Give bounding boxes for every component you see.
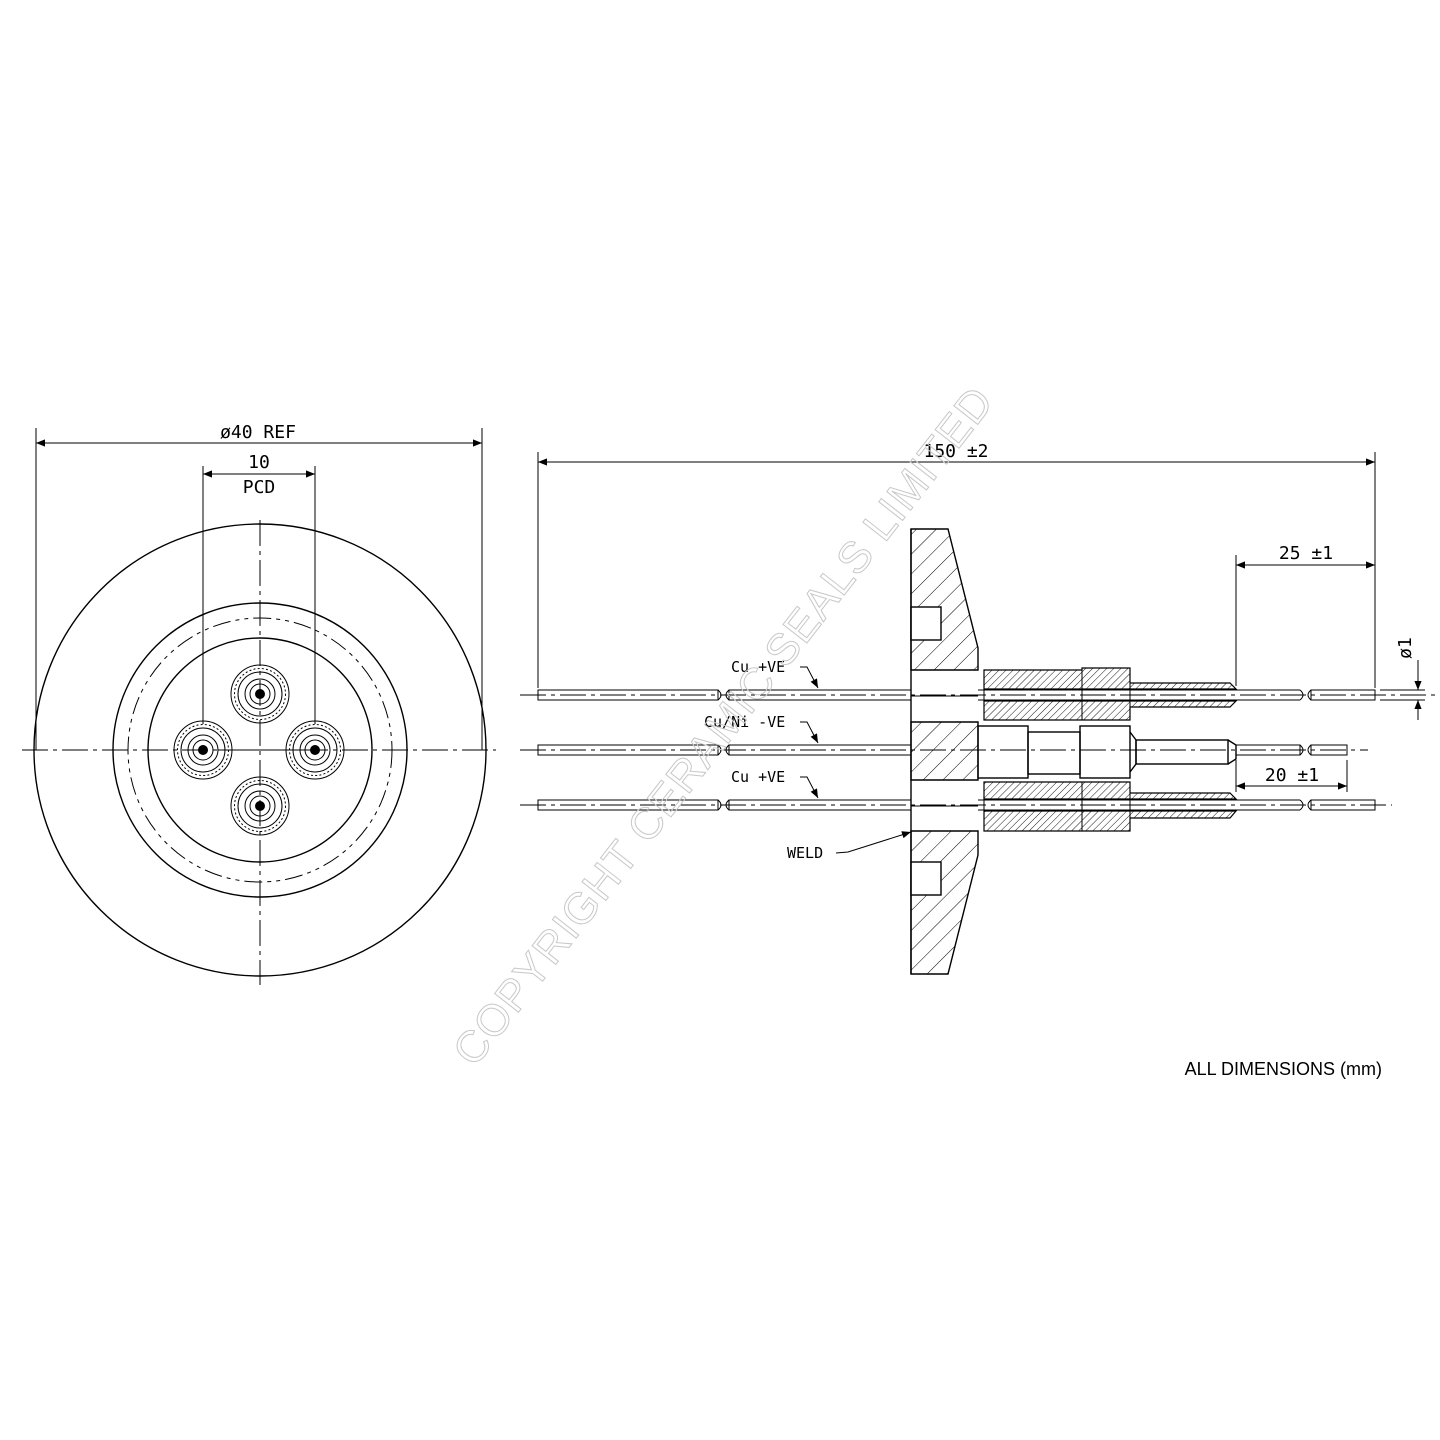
flange-upper xyxy=(910,528,979,671)
wire-diameter-label: ø1 xyxy=(1395,637,1416,659)
conductor-middle-label: Cu/Ni -VE xyxy=(704,713,785,731)
phantom-circle xyxy=(127,617,393,883)
middle-pin-body xyxy=(977,725,1237,779)
units-note: ALL DIMENSIONS (mm) xyxy=(1185,1059,1382,1079)
insulator-circle xyxy=(147,637,373,863)
pcd-label: PCD xyxy=(243,477,276,498)
body-circle xyxy=(112,602,408,898)
exposed-length-label: 25 ±1 xyxy=(1279,543,1333,564)
conductor-top-label: Cu +VE xyxy=(731,658,785,676)
weld-label: WELD xyxy=(787,844,823,862)
pin-top xyxy=(230,664,290,724)
pcd-value: 10 xyxy=(248,452,270,473)
pin-right xyxy=(285,720,345,780)
side-view: 150 ±2 25 ±1 20 ±1 ø1 Cu +VE Cu/Ni -VE C… xyxy=(520,441,1440,975)
flange-middle xyxy=(910,721,979,781)
flange-lower xyxy=(910,830,979,975)
conductor-bottom-label: Cu +VE xyxy=(731,768,785,786)
front-view: ø40 REF 10 PCD xyxy=(22,422,496,985)
pin-length-label: 20 ±1 xyxy=(1265,765,1319,786)
top-sleeve-upper xyxy=(983,667,1238,690)
pin-bottom xyxy=(230,776,290,836)
bottom-sleeve-upper xyxy=(983,781,1238,800)
top-sleeve-lower xyxy=(983,700,1238,721)
bottom-sleeve-lower xyxy=(983,810,1238,832)
diameter-label: ø40 REF xyxy=(220,422,296,443)
flange-outer-circle xyxy=(33,523,487,977)
overall-length-label: 150 ±2 xyxy=(923,441,988,462)
